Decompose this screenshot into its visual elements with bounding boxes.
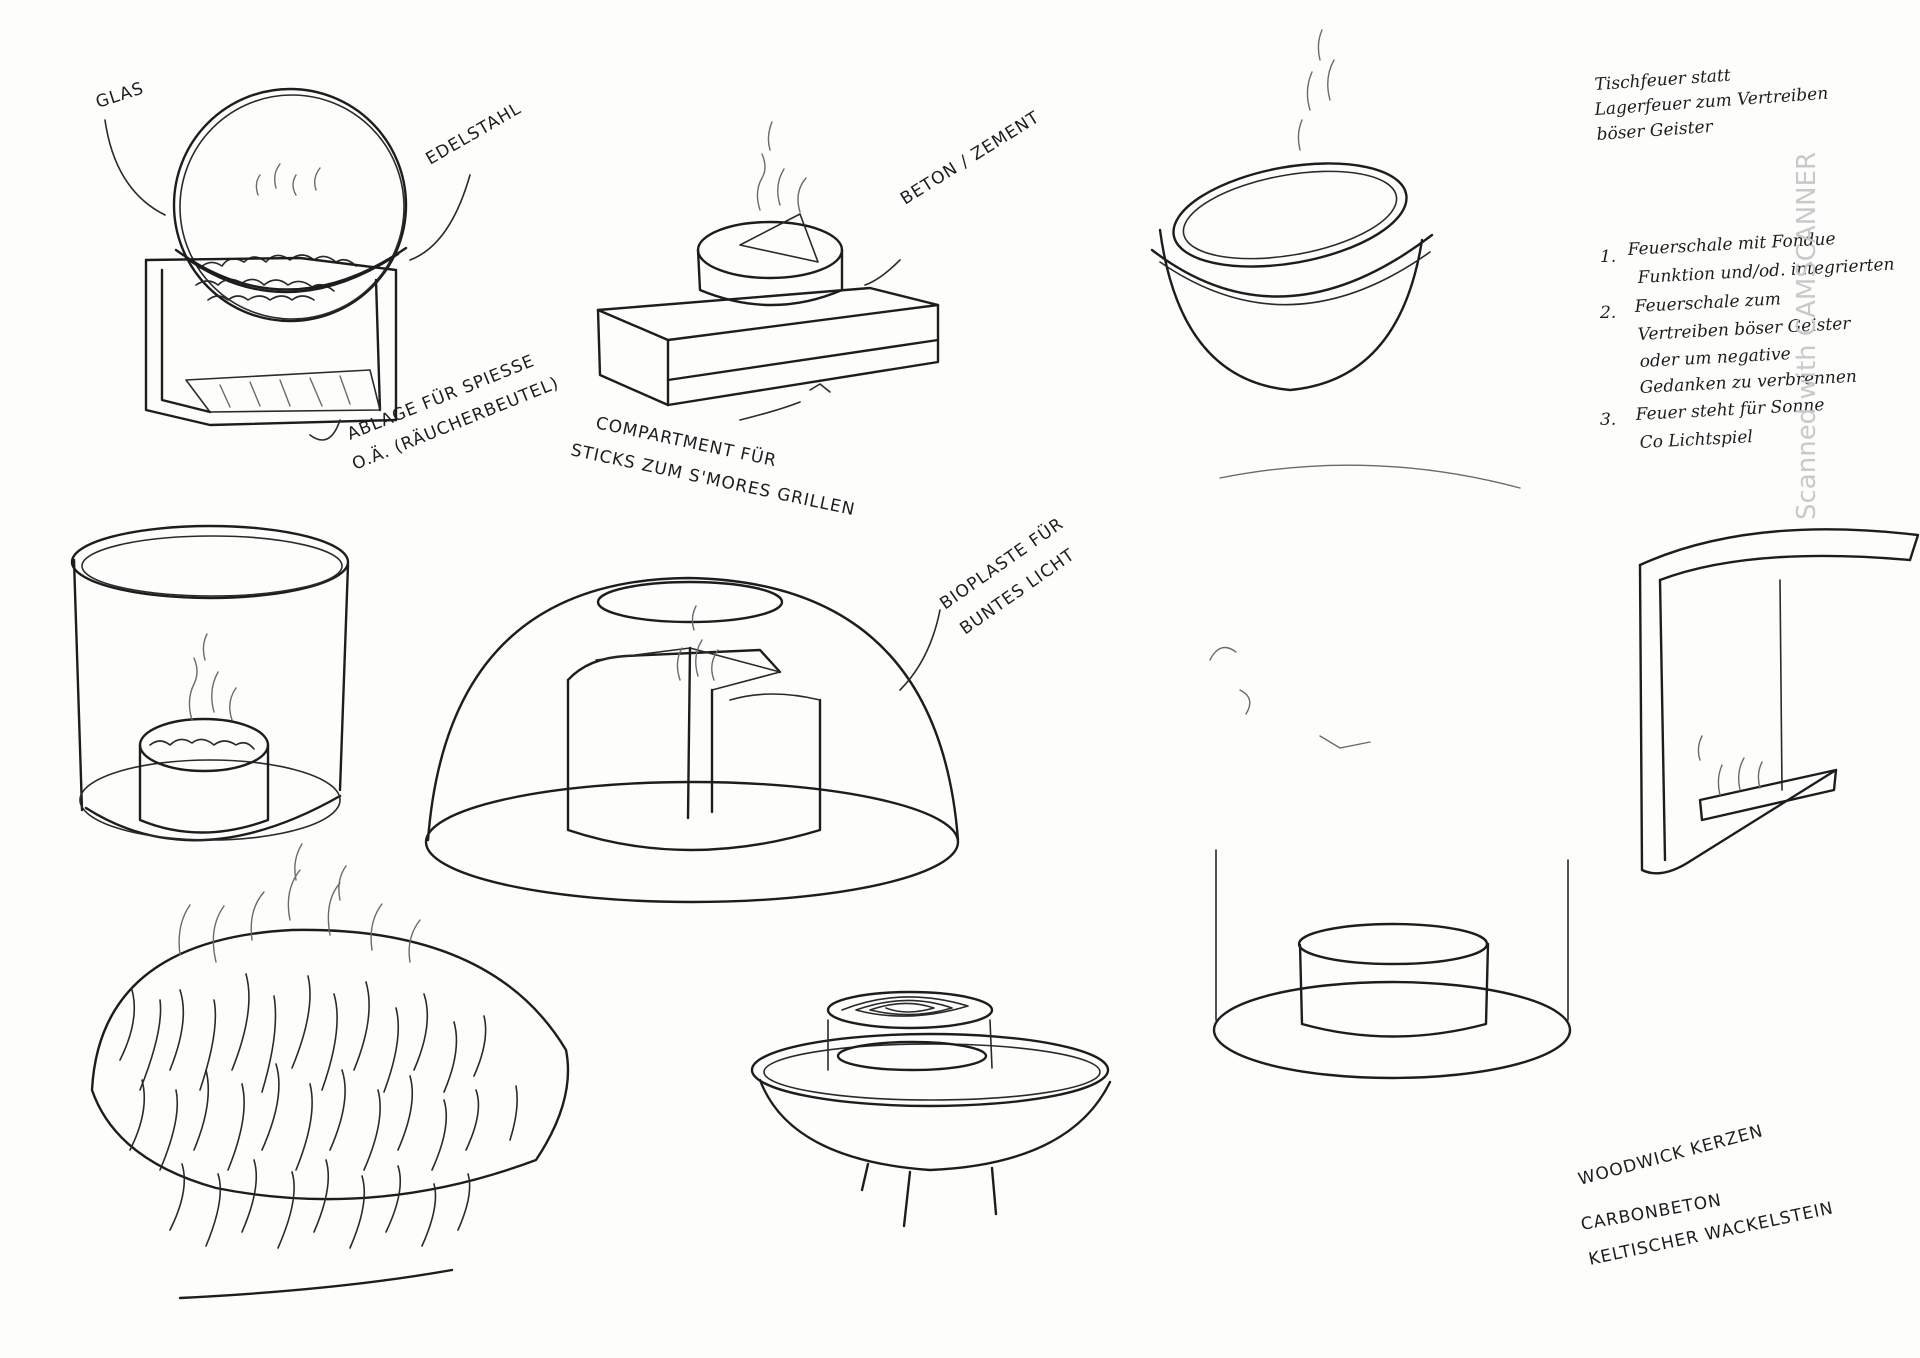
label-glas: GLAS bbox=[93, 78, 146, 112]
sketch-double-ring-bowl bbox=[1150, 29, 1434, 392]
notes-item-3-line-2: Co Lichtspiel bbox=[1639, 427, 1753, 453]
sketch-curved-wall-panel bbox=[1638, 528, 1920, 875]
sketch-concrete-block-firepit: BETON / ZEMENT COMPARTMENT FÜR STICKS ZU… bbox=[569, 107, 1044, 520]
sketch-cylinder-on-plate bbox=[1209, 464, 1572, 1080]
sketch-glass-cylinder-lantern bbox=[70, 524, 350, 842]
notes-item-1-line-2: Funktion und/od. integrierten bbox=[1636, 255, 1895, 288]
notes-item-2-number: 2. bbox=[1599, 303, 1616, 323]
label-edelstahl: EDELSTAHL bbox=[423, 99, 525, 170]
notes-item-2-line-1: Feuerschale zum bbox=[1633, 289, 1781, 317]
reference-woodwick: WOODWICK KERZEN bbox=[1576, 1121, 1765, 1190]
notes-item-2-line-3: oder um negative bbox=[1639, 344, 1791, 372]
sketch-glass-sphere-firepit: GLAS EDELSTAHL ABLAGE FÜR SPIESSE O.Ä. (… bbox=[93, 78, 562, 474]
notes-item-1-number: 1. bbox=[1600, 247, 1616, 267]
notes-intro-1: Tischfeuer statt bbox=[1594, 66, 1731, 95]
scanner-watermark: Scanned with CAMSCANNER bbox=[1792, 152, 1822, 520]
sketch-spiral-grill-dish bbox=[750, 990, 1112, 1228]
notes-item-2-line-4: Gedanken zu verbrennen bbox=[1639, 367, 1857, 398]
sketch-flame-petal-bowl bbox=[90, 843, 570, 1300]
notes-block: Tischfeuer statt Lagerfeuer zum Vertreib… bbox=[1593, 66, 1895, 453]
notes-item-3-number: 3. bbox=[1600, 410, 1616, 430]
sketch-bioplastic-dome: BIOPLASTE FÜR BUNTES LICHT bbox=[424, 512, 1079, 904]
references-block: WOODWICK KERZEN CARBONBETON KELTISCHER W… bbox=[1576, 1121, 1835, 1270]
notes-intro-3: böser Geister bbox=[1596, 117, 1714, 145]
label-beton: BETON / ZEMENT bbox=[897, 107, 1044, 209]
